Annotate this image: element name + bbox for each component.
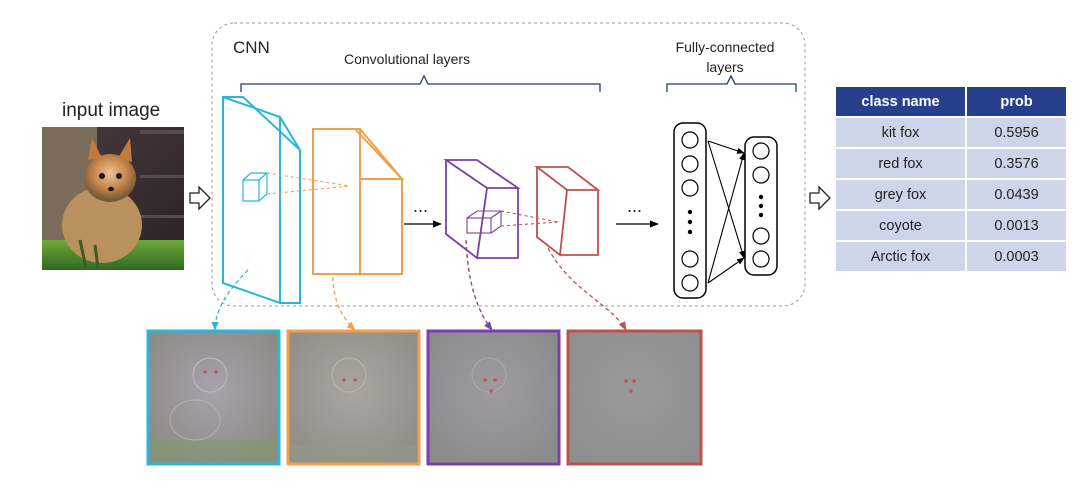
- class-name-cell: red fox: [836, 149, 965, 178]
- conv-1-projection: [266, 172, 351, 195]
- ellipsis-fc: ...: [627, 196, 642, 216]
- cnn-label: CNN: [233, 38, 270, 57]
- fc-label-line-1: Fully-connected: [675, 39, 775, 55]
- prob-cell: 0.0439: [967, 180, 1066, 209]
- fc-layers-label: Fully-connected layers: [650, 37, 800, 77]
- fc-layer-2: [744, 136, 778, 276]
- conv-3-projection: [500, 210, 559, 227]
- conv-layers-label: Convolutional layers: [344, 51, 471, 67]
- conv-layer-1: [222, 95, 301, 305]
- input-image: [42, 127, 184, 270]
- prob-cell: 0.0013: [967, 211, 1066, 240]
- feature-link-4: [547, 247, 627, 331]
- table-header-row: class name prob: [836, 87, 1066, 116]
- fc-label-line-2: layers: [706, 59, 744, 75]
- input-image-label: input image: [62, 100, 161, 121]
- prob-cell: 0.3576: [967, 149, 1066, 178]
- feature-link-1: [211, 269, 249, 331]
- fc-layers-brace: [666, 74, 797, 92]
- prob-cell: 0.0003: [967, 242, 1066, 271]
- conv-3-kernel: [466, 210, 503, 234]
- table-row: grey fox 0.0439: [836, 180, 1066, 209]
- table-row: coyote 0.0013: [836, 211, 1066, 240]
- ellipsis-conv: ...: [413, 196, 428, 216]
- conv-layer-4: [534, 166, 601, 257]
- class-name-cell: grey fox: [836, 180, 965, 209]
- feature-link-2: [332, 276, 356, 331]
- feature-map-1: [146, 329, 281, 466]
- feature-map-3: [426, 329, 561, 466]
- conv-layers-brace: [240, 74, 601, 92]
- conv-1-kernel: [242, 172, 269, 202]
- feature-map-4: [566, 329, 703, 466]
- fc-connections: [707, 140, 746, 284]
- class-name-cell: kit fox: [836, 118, 965, 147]
- table-row: Arctic fox 0.0003: [836, 242, 1066, 271]
- conv-layer-2: [312, 128, 405, 275]
- fc-layer-1: [673, 122, 707, 299]
- class-name-cell: Arctic fox: [836, 242, 965, 271]
- column-header-class-name: class name: [836, 87, 965, 116]
- table-row: red fox 0.3576: [836, 149, 1066, 178]
- output-arrow-icon: [809, 185, 831, 211]
- table-row: kit fox 0.5956: [836, 118, 1066, 147]
- class-name-cell: coyote: [836, 211, 965, 240]
- conv-layer-3: [443, 159, 521, 260]
- cnn-container: [211, 22, 806, 307]
- column-header-prob: prob: [967, 87, 1066, 116]
- input-arrow-icon: [189, 185, 211, 211]
- class-probability-table: class name prob kit fox 0.5956 red fox 0…: [834, 85, 1068, 273]
- feature-map-2: [286, 329, 421, 466]
- prob-cell: 0.5956: [967, 118, 1066, 147]
